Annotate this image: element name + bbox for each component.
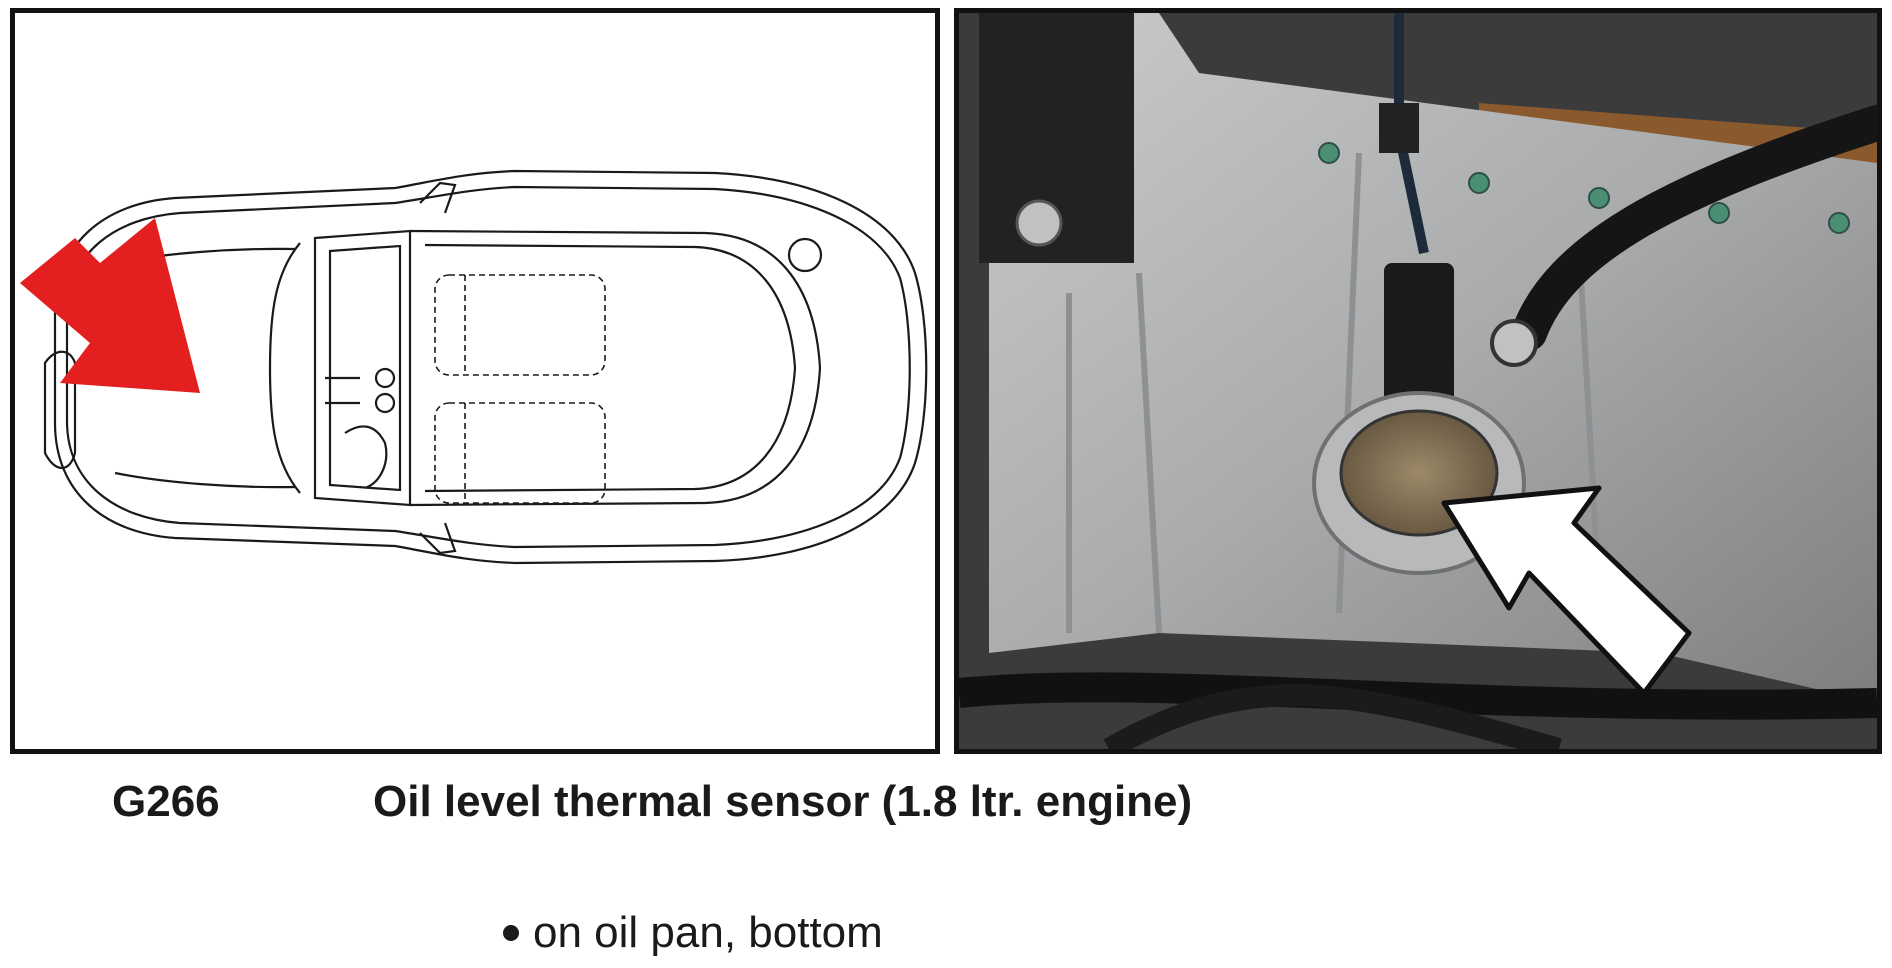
oil-pan-photo (954, 8, 1882, 754)
car-body-outline (43, 169, 928, 565)
component-code: G266 (112, 777, 220, 826)
vehicle-location-diagram (10, 8, 940, 754)
location-arrow-icon (20, 218, 200, 393)
sensor-arrow-icon (1441, 485, 1692, 696)
location-note-text: on oil pan, bottom (533, 908, 883, 957)
oil-pan-photo-illustration (959, 13, 1877, 749)
location-note: on oil pan, bottom (503, 908, 883, 958)
component-title: Oil level thermal sensor (1.8 ltr. engin… (373, 777, 1193, 826)
bullet-icon (503, 925, 519, 941)
car-seats-outline (434, 274, 606, 504)
car-top-view-illustration (20, 169, 928, 565)
